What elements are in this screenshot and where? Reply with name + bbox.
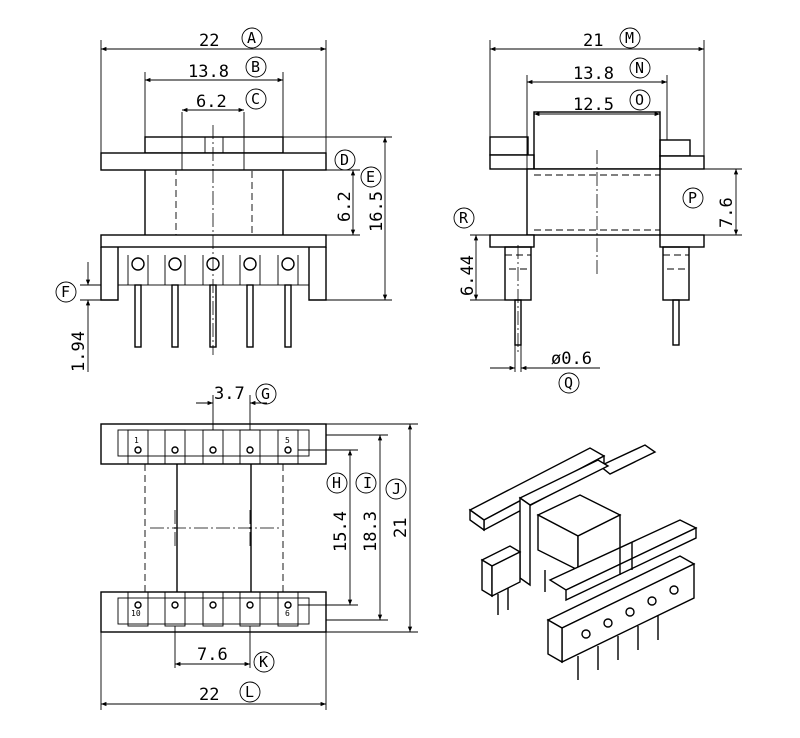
dim-k-value: 7.6 (197, 645, 228, 665)
dim-e-value: 16.5 (367, 191, 387, 232)
dim-q-value: ø0.6 (551, 349, 592, 369)
label-d: D (340, 151, 349, 169)
dim-h-value: 15.4 (331, 511, 351, 552)
label-q: Q (564, 374, 573, 392)
label-g: G (261, 385, 270, 403)
dim-o-value: 12.5 (573, 95, 614, 115)
isometric-view (468, 444, 698, 680)
label-j: J (392, 480, 401, 498)
pin-number-6: 6 (285, 609, 290, 618)
dim-j-value: 21 (391, 518, 411, 538)
dim-p-value: 7.6 (717, 197, 737, 228)
dim-l-value: 22 (199, 685, 219, 705)
label-k: K (259, 653, 268, 671)
front-view: 22 A 13.8 B 6.2 C D 6.2 16.5 E (55, 27, 392, 372)
dim-i-value: 18.3 (361, 511, 381, 552)
label-n: N (635, 59, 644, 77)
label-m: M (625, 29, 634, 47)
label-i: I (363, 474, 372, 492)
pin-number-1: 1 (134, 436, 139, 445)
dim-m-value: 21 (583, 31, 603, 51)
label-p: P (688, 189, 697, 207)
label-o: O (635, 91, 644, 109)
label-c: C (251, 90, 260, 108)
label-f: F (61, 283, 70, 301)
label-r: R (459, 209, 469, 227)
dim-f-value: 1.94 (69, 331, 89, 372)
side-view: 21 M 13.8 N 12.5 O 7.6 P 6.44 R (453, 27, 742, 394)
bottom-view: 1 5 10 6 3.7 G 15.4 H 18.3 I 21 (100, 383, 418, 710)
label-e: E (366, 168, 375, 186)
dim-c-value: 6.2 (196, 92, 227, 112)
dim-n-value: 13.8 (573, 64, 614, 84)
label-a: A (247, 29, 256, 47)
dim-b-value: 13.8 (188, 62, 229, 82)
dim-r-value: 6.44 (458, 255, 478, 296)
pin-number-10: 10 (131, 609, 141, 618)
dim-g-value: 3.7 (214, 384, 245, 404)
label-l: L (245, 683, 254, 701)
label-h: H (332, 474, 341, 492)
dim-de-value: 6.2 (335, 191, 355, 222)
label-b: B (251, 58, 260, 76)
dim-a-value: 22 (199, 31, 219, 51)
pin-number-5: 5 (285, 436, 290, 445)
